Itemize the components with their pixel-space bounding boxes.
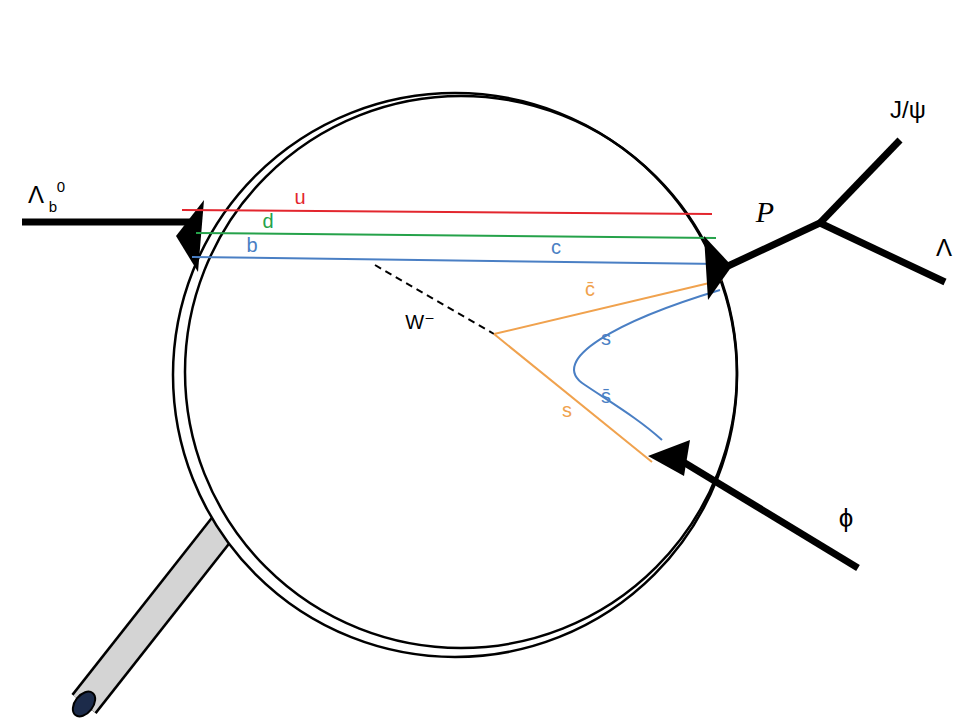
quark-pair-line — [574, 290, 720, 440]
pentaquark-label: P — [756, 197, 774, 227]
particle-name: ϕ — [839, 505, 854, 531]
quark-label: s — [562, 400, 572, 420]
vertex-arrowhead — [704, 236, 732, 300]
particle-name: Λ — [28, 183, 44, 207]
quark-label: u — [294, 187, 305, 207]
particle-line — [820, 223, 945, 282]
quark-label: b — [246, 235, 257, 255]
particle-line — [820, 140, 900, 223]
quark-label: c̄ — [585, 279, 595, 299]
w-boson-line — [375, 265, 494, 334]
quark-line — [494, 280, 722, 334]
magnifier-lens — [173, 93, 737, 657]
particle-name: J/ψ — [890, 98, 926, 122]
particle-name: Λ — [936, 236, 952, 260]
quark-line — [192, 257, 720, 264]
particle-superscript: 0 — [57, 179, 65, 194]
particle-line — [680, 460, 858, 568]
quark-line — [196, 233, 716, 238]
quark-line — [494, 334, 652, 462]
particle-line — [22, 219, 190, 226]
quark-label: s̄ — [601, 386, 611, 406]
particle-line — [728, 222, 822, 266]
quark-line — [182, 210, 712, 214]
magnifier-handle-end — [68, 687, 99, 720]
quark-label: s — [601, 328, 611, 348]
quark-label: c — [551, 237, 561, 257]
particle-subscript: b — [49, 199, 57, 214]
quark-label: d — [262, 211, 273, 231]
magnifier-lens-inner — [185, 96, 737, 648]
vertex-arrowhead — [648, 440, 690, 476]
boson-label: W⁻ — [405, 312, 434, 332]
